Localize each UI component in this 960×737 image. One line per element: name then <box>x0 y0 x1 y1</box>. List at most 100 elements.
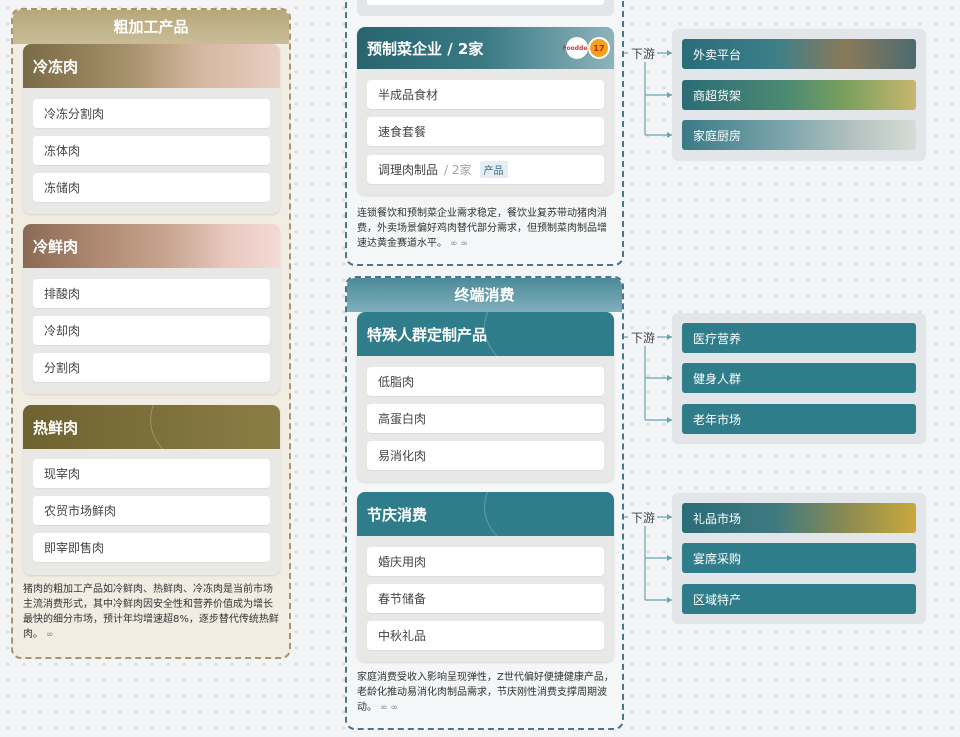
downstream-label: 下游 <box>629 509 658 526</box>
item-label: 即宰即售肉 <box>44 541 105 555</box>
raw-note: 猪肉的粗加工产品如冷鲜肉、热鲜肉、冷冻肉是当前市场主流消费形式，其中冷鲜肉因安全… <box>23 582 281 643</box>
item-label: 现宰肉 <box>44 467 81 481</box>
list-item[interactable]: 易消化肉 <box>367 441 604 470</box>
link-icon[interactable]: ∞ <box>390 703 399 713</box>
terminal-note: 家庭消费受收入影响呈现弹性，Z世代偏好便捷健康产品，老龄化推动易消化肉制品需求，… <box>357 670 615 716</box>
company-logo: 17 <box>588 37 610 59</box>
note-text: 猪肉的粗加工产品如冷鲜肉、热鲜肉、冷冻肉是当前市场主流消费形式，其中冷鲜肉因安全… <box>23 584 279 640</box>
item-label: 半成品食材 <box>378 88 439 102</box>
item-label: 排酸肉 <box>44 287 81 301</box>
item-label: 老年市场 <box>693 412 742 427</box>
item-label: 商超货架 <box>693 88 742 103</box>
item-label: 冻储肉 <box>44 181 81 195</box>
downstream-box: 外卖平台 商超货架 家庭厨房 <box>672 29 926 161</box>
list-item[interactable]: 冻储肉 <box>33 173 270 202</box>
group-title: 终端消费 <box>347 278 622 312</box>
festival-card[interactable]: 节庆消费 婚庆用肉 春节储备 中秋礼品 <box>357 492 614 662</box>
warm-meat-card[interactable]: 热鲜肉 现宰肉 农贸市场鲜肉 即宰即售肉 <box>23 405 280 575</box>
company-logo: Fooddee <box>563 37 591 59</box>
downstream-item[interactable]: 家庭厨房 <box>682 120 916 150</box>
item-label: 家庭厨房 <box>693 128 742 143</box>
note-text: 连锁餐饮和预制菜企业需求稳定，餐饮业复苏带动猪肉消费，外卖场景偏好鸡肉替代部分需… <box>357 208 607 249</box>
list-item[interactable]: 婚庆用肉 <box>367 547 604 576</box>
list-item[interactable]: 速食套餐 <box>367 117 604 146</box>
list-item[interactable]: 冷冻分割肉 <box>33 99 270 128</box>
frozen-meat-card[interactable]: 冷冻肉 冷冻分割肉 冻体肉 冻储肉 <box>23 44 280 214</box>
list-item[interactable]: 低脂肉 <box>367 367 604 396</box>
item-label: 礼品市场 <box>693 511 742 526</box>
item-label: 冻体肉 <box>44 144 81 158</box>
previous-item-stub <box>357 0 614 16</box>
list-item[interactable]: 排酸肉 <box>33 279 270 308</box>
list-item[interactable]: 现宰肉 <box>33 459 270 488</box>
group-title-text: 终端消费 <box>454 286 515 304</box>
downstream-label: 下游 <box>629 329 658 346</box>
item-label: 低脂肉 <box>378 375 415 389</box>
link-icon[interactable]: ∞ <box>460 239 469 249</box>
downstream-label: 下游 <box>629 45 658 62</box>
card-header: 预制菜企业 / 2家 Fooddee 17 <box>357 27 614 69</box>
list-item[interactable]: 调理肉制品 / 2家 产品 <box>367 155 604 184</box>
card-title: 特殊人群定制产品 <box>367 325 488 344</box>
item-label: 调理肉制品 <box>378 163 439 177</box>
link-icon[interactable]: ∞ <box>450 239 458 249</box>
header-decoration <box>484 312 614 356</box>
item-label: 医疗营养 <box>693 331 742 346</box>
link-icon[interactable]: ∞ <box>380 703 388 713</box>
header-decoration <box>150 405 280 449</box>
chilled-meat-card[interactable]: 冷鲜肉 排酸肉 冷却肉 分割肉 <box>23 224 280 394</box>
downstream-item[interactable]: 商超货架 <box>682 80 916 110</box>
list-item[interactable]: 冷却肉 <box>33 316 270 345</box>
list-item[interactable]: 春节储备 <box>367 584 604 613</box>
item-label: 宴席采购 <box>693 551 742 566</box>
downstream-item[interactable]: 健身人群 <box>682 363 916 393</box>
terminal-consumption-group: 终端消费 特殊人群定制产品 低脂肉 高蛋白肉 易消化肉 节庆消费 婚庆用肉 春节… <box>345 276 624 730</box>
item-label: 春节储备 <box>378 592 427 606</box>
downstream-item[interactable]: 老年市场 <box>682 404 916 434</box>
card-title: 冷冻肉 <box>33 57 79 76</box>
card-title: 冷鲜肉 <box>33 237 79 256</box>
downstream-box: 医疗营养 健身人群 老年市场 <box>672 313 926 444</box>
card-title: 节庆消费 <box>367 505 428 524</box>
list-item[interactable]: 农贸市场鲜肉 <box>33 496 270 525</box>
list-item[interactable]: 中秋礼品 <box>367 621 604 650</box>
list-item[interactable]: 半成品食材 <box>367 80 604 109</box>
group-title: 粗加工产品 <box>13 10 289 44</box>
card-header: 节庆消费 <box>357 492 614 536</box>
downstream-item[interactable]: 礼品市场 <box>682 503 916 533</box>
downstream-box: 礼品市场 宴席采购 区域特产 <box>672 493 926 624</box>
card-header: 冷鲜肉 <box>23 224 280 268</box>
prepared-food-group: 预制菜企业 / 2家 Fooddee 17 半成品食材 速食套餐 调理肉制品 /… <box>345 0 624 266</box>
item-tag[interactable]: 产品 <box>479 161 508 178</box>
list-item[interactable]: 即宰即售肉 <box>33 533 270 562</box>
prepared-food-card[interactable]: 预制菜企业 / 2家 Fooddee 17 半成品食材 速食套餐 调理肉制品 /… <box>357 27 614 195</box>
item-label: 婚庆用肉 <box>378 555 427 569</box>
item-label: 健身人群 <box>693 371 742 386</box>
item-label: 区域特产 <box>693 592 742 607</box>
raw-products-group: 粗加工产品 冷冻肉 冷冻分割肉 冻体肉 冻储肉 冷鲜肉 排酸肉 冷却肉 分割肉 … <box>11 8 291 659</box>
item-count: / 2家 <box>444 163 472 177</box>
note-text: 家庭消费受收入影响呈现弹性，Z世代偏好便捷健康产品，老龄化推动易消化肉制品需求，… <box>357 672 614 713</box>
card-header: 特殊人群定制产品 <box>357 312 614 356</box>
item-label: 农贸市场鲜肉 <box>44 504 117 518</box>
card-title: 热鲜肉 <box>33 418 79 437</box>
card-title: 预制菜企业 / 2家 <box>367 39 484 58</box>
list-item[interactable]: 高蛋白肉 <box>367 404 604 433</box>
item-label: 速食套餐 <box>378 125 427 139</box>
item-label: 外卖平台 <box>693 47 742 62</box>
link-icon[interactable]: ∞ <box>46 630 54 640</box>
item-label: 高蛋白肉 <box>378 412 427 426</box>
list-item[interactable]: 冻体肉 <box>33 136 270 165</box>
downstream-item[interactable]: 医疗营养 <box>682 323 916 353</box>
downstream-item[interactable]: 外卖平台 <box>682 39 916 69</box>
item-label: 易消化肉 <box>378 449 427 463</box>
special-groups-card[interactable]: 特殊人群定制产品 低脂肉 高蛋白肉 易消化肉 <box>357 312 614 482</box>
downstream-item[interactable]: 宴席采购 <box>682 543 916 573</box>
card-header: 冷冻肉 <box>23 44 280 88</box>
downstream-item[interactable]: 区域特产 <box>682 584 916 614</box>
item-label: 中秋礼品 <box>378 629 427 643</box>
list-item[interactable]: 分割肉 <box>33 353 270 382</box>
card-header: 热鲜肉 <box>23 405 280 449</box>
item-label: 冷冻分割肉 <box>44 107 105 121</box>
item-label: 冷却肉 <box>44 324 81 338</box>
